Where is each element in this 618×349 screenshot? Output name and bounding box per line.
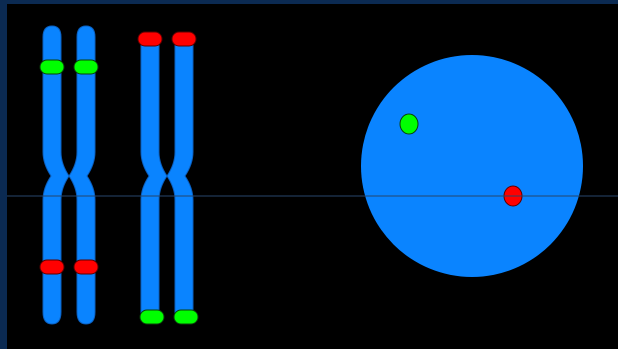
red-marker bbox=[73, 259, 99, 275]
chromosome-pair-2 bbox=[137, 31, 199, 325]
green-marker bbox=[399, 113, 419, 135]
red-marker bbox=[137, 31, 163, 47]
diagram-canvas bbox=[7, 4, 618, 349]
chromatid-right bbox=[68, 25, 96, 325]
green-marker bbox=[39, 59, 65, 75]
chromosome-pair-1 bbox=[39, 25, 99, 325]
chromatid-right bbox=[166, 33, 194, 325]
nucleus-body bbox=[361, 55, 583, 277]
green-marker bbox=[73, 59, 99, 75]
red-marker bbox=[171, 31, 197, 47]
chromosome-diagram bbox=[7, 25, 618, 325]
nucleus bbox=[361, 55, 583, 277]
chromatid-left bbox=[140, 33, 168, 325]
red-marker bbox=[39, 259, 65, 275]
green-marker bbox=[139, 309, 165, 325]
green-marker bbox=[173, 309, 199, 325]
chromatid-left bbox=[42, 25, 70, 325]
